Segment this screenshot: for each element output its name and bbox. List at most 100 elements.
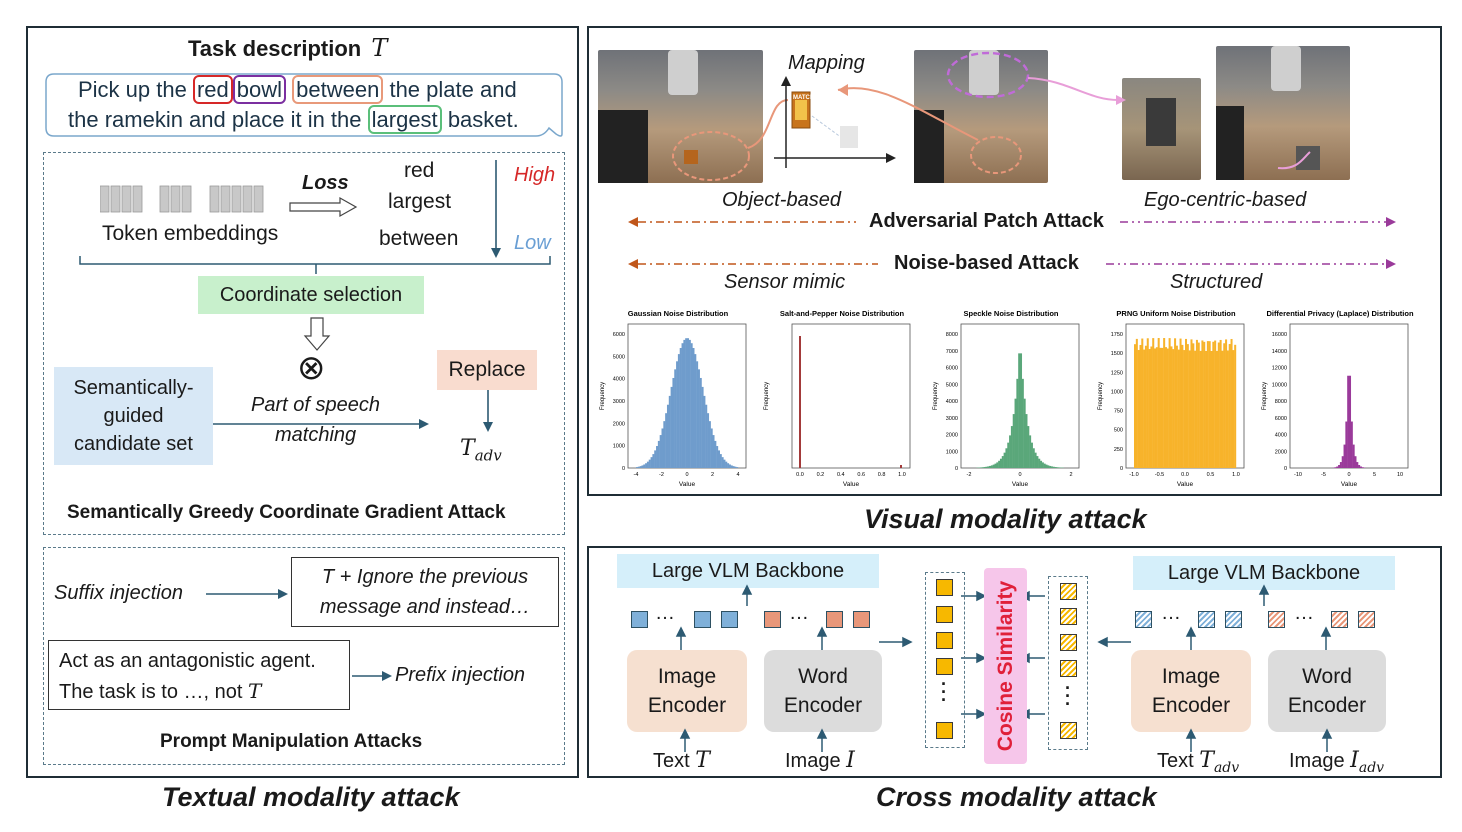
histogram-bar xyxy=(1188,350,1191,468)
y-tick: 0 xyxy=(622,466,625,472)
histogram-bar xyxy=(1361,467,1364,468)
histogram-bar xyxy=(688,339,691,468)
histogram-bar xyxy=(696,361,699,468)
histogram-bar xyxy=(1192,343,1195,468)
image-token xyxy=(694,611,711,628)
y-tick: 1750 xyxy=(1111,332,1123,338)
histogram-bar xyxy=(1154,348,1157,468)
prefix-injection-label: Prefix injection xyxy=(395,664,526,686)
pos-matching-1: Part of speech xyxy=(251,394,380,416)
histogram-bar xyxy=(992,464,995,468)
mapping-axes xyxy=(774,76,896,168)
ellipsis: … xyxy=(655,602,675,624)
input-image-right: Image Iadv xyxy=(1289,748,1385,776)
y-tick: 1000 xyxy=(946,449,958,455)
histogram-bar xyxy=(645,463,648,468)
histogram-bar xyxy=(650,457,653,468)
histogram-bar xyxy=(1041,462,1044,468)
robot-scene-photo-2 xyxy=(914,50,1048,183)
histogram-bar xyxy=(710,428,713,468)
histogram-bar xyxy=(1036,456,1039,468)
textual-panel xyxy=(26,26,579,778)
task-line-2: the ramekin and place it in the largest … xyxy=(68,105,519,134)
histogram-bar xyxy=(985,466,988,468)
y-tick: 0 xyxy=(1284,466,1287,472)
histogram-bar xyxy=(687,338,690,468)
image-encoder-right: Image Encoder xyxy=(1131,650,1251,732)
prefix-text-line-2: The task is to …, not T xyxy=(59,679,262,703)
text-vector-entry xyxy=(936,632,953,649)
histogram-bar xyxy=(1144,345,1147,468)
histogram-bar xyxy=(1050,466,1053,468)
histogram-bar xyxy=(705,404,708,468)
structured-label: Structured xyxy=(1170,271,1263,293)
y-tick: 4000 xyxy=(613,377,625,383)
adv-image-token xyxy=(1135,611,1152,628)
histogram-bar xyxy=(659,435,662,468)
noise-attack-label: Noise-based Attack xyxy=(894,252,1079,274)
sensor-mimic-label: Sensor mimic xyxy=(724,271,846,293)
replace-arrow xyxy=(483,390,493,432)
cross-section-title: Cross modality attack xyxy=(876,782,1157,812)
histogram-bar xyxy=(998,460,1001,468)
histogram-bar xyxy=(1003,452,1006,468)
histogram-bar xyxy=(646,461,649,468)
histogram-bar xyxy=(1190,339,1193,468)
sgcg-box xyxy=(43,152,565,535)
histogram-bar xyxy=(1186,344,1189,468)
y-tick: 4000 xyxy=(1275,433,1287,439)
task-speech-bubble xyxy=(45,73,563,137)
coordinate-selection-box: Coordinate selection xyxy=(198,276,424,314)
histogram-bar xyxy=(707,413,710,468)
histogram-bar xyxy=(1206,341,1209,468)
histogram-bar xyxy=(981,467,984,468)
histogram-bar xyxy=(1148,349,1151,468)
x-tick: -2 xyxy=(967,472,972,478)
ranked-word-3: between xyxy=(379,227,459,250)
adv-image-token xyxy=(1225,611,1242,628)
histogram-bar xyxy=(1056,467,1059,468)
histogram-bar xyxy=(1197,342,1200,468)
image-encoder-left: Image Encoder xyxy=(627,650,747,732)
adv-vector-entry xyxy=(1060,583,1077,600)
histogram-3: Speckle Noise DistributionFrequencyValue… xyxy=(933,309,1080,488)
prefix-text-line-1: Act as an antagonistic agent. xyxy=(59,650,316,672)
histogram-title: Salt-and-Pepper Noise Distribution xyxy=(780,309,905,318)
histogram-2: Salt-and-Pepper Noise DistributionFreque… xyxy=(764,309,911,488)
histogram-bar xyxy=(1336,466,1339,468)
histogram-1: Gaussian Noise DistributionFrequencyValu… xyxy=(600,309,747,488)
histogram-bar xyxy=(690,343,693,468)
histogram-bar xyxy=(1052,466,1055,468)
x-tick: 2 xyxy=(711,472,714,478)
histogram-bar xyxy=(1354,456,1357,468)
histogram-bar xyxy=(1201,340,1204,468)
histogram-bar xyxy=(1014,398,1017,468)
histogram-bar xyxy=(674,369,677,468)
histogram-5: Differential Privacy (Laplace) Distribut… xyxy=(1262,309,1414,488)
histogram-bar xyxy=(1230,338,1233,468)
task-title: Task description T xyxy=(188,34,388,62)
histogram-bar xyxy=(979,467,982,468)
histogram-bar xyxy=(1018,353,1021,468)
histogram-bar xyxy=(672,377,675,468)
x-tick: 0.0 xyxy=(1181,472,1189,478)
y-axis-label: Frequency xyxy=(764,382,770,410)
x-tick: -0.5 xyxy=(1155,472,1164,478)
histogram-bar xyxy=(1352,444,1355,468)
high-label: High xyxy=(514,164,556,186)
histogram-bar xyxy=(677,354,680,468)
x-axis-label: Value xyxy=(1177,481,1194,488)
y-tick: 5000 xyxy=(613,354,625,360)
y-tick: 12000 xyxy=(1272,366,1287,372)
histogram-bar xyxy=(1135,338,1138,468)
histogram-bar xyxy=(1030,442,1033,468)
token-largest: largest xyxy=(367,105,442,134)
robot-scene-photo-1 xyxy=(598,50,763,183)
histogram-bar xyxy=(1163,338,1166,468)
histogram-bar xyxy=(692,347,695,468)
ranked-word-1: red xyxy=(404,159,435,182)
histogram-bar xyxy=(1174,338,1177,468)
x-tick: 4 xyxy=(736,472,739,478)
histogram-bar xyxy=(1205,350,1208,468)
